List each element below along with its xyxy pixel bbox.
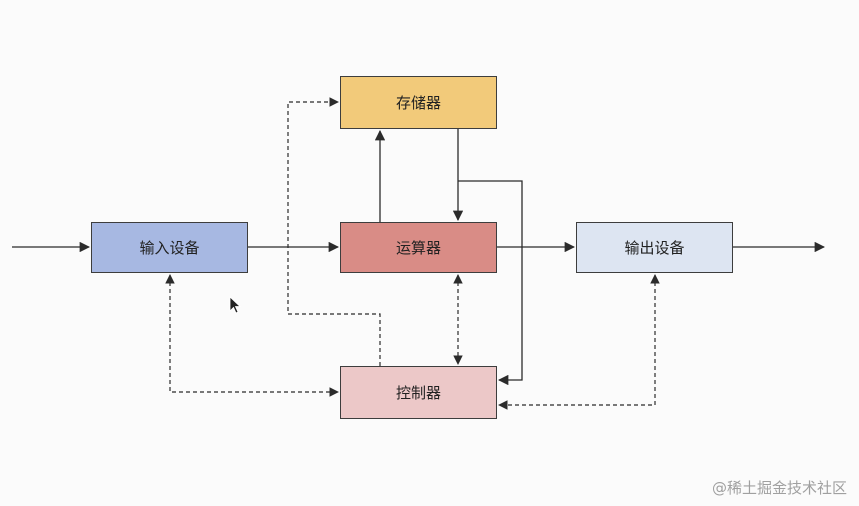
- mouse-cursor-icon: [229, 296, 242, 314]
- memory-node: 存储器: [340, 76, 497, 129]
- edge-memory-to-control: [458, 180, 523, 386]
- edge-control-input: [165, 274, 339, 397]
- output-device-node: 输出设备: [576, 222, 733, 273]
- output-device-label: 输出设备: [624, 239, 685, 257]
- alu-node: 运算器: [340, 222, 497, 273]
- controller-label: 控制器: [395, 384, 441, 402]
- input-device-label: 输入设备: [139, 239, 200, 257]
- memory-label: 存储器: [395, 94, 441, 112]
- edge-control-output: [498, 274, 660, 410]
- input-device-node: 输入设备: [91, 222, 248, 273]
- alu-label: 运算器: [395, 239, 441, 257]
- controller-node: 控制器: [340, 366, 497, 419]
- watermark-text: @稀土掘金技术社区: [711, 479, 847, 497]
